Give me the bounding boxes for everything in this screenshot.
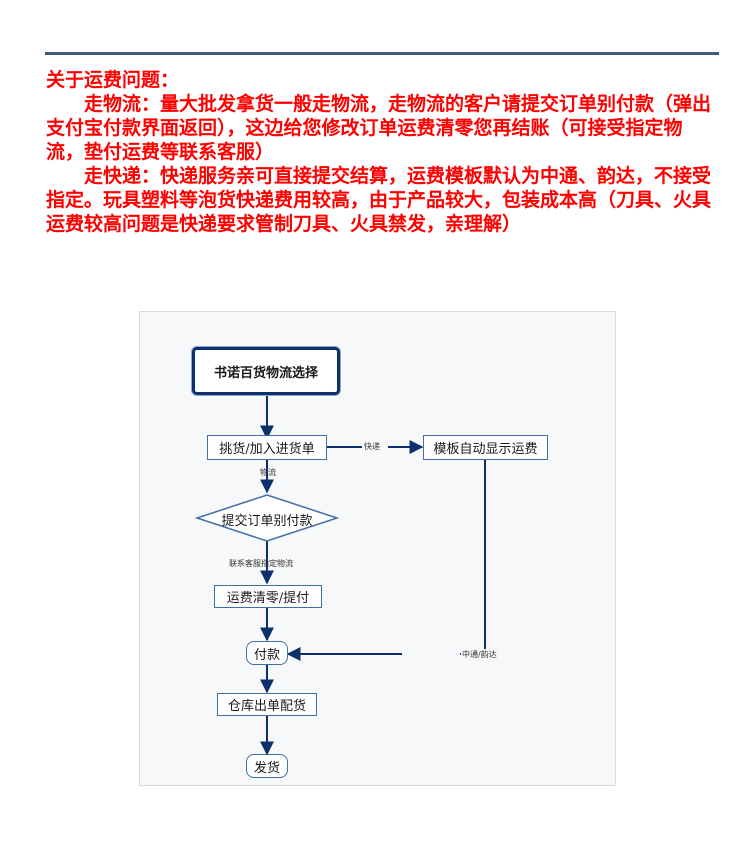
flow-node-payment-label: 付款 [253, 647, 280, 663]
flow-node-warehouse-label: 仓库出单配货 [227, 699, 306, 714]
flow-node-pick-goods-label: 挑货/加入进货单 [219, 442, 315, 457]
edge-label-contact-service: 联系客服指定物流 [229, 559, 293, 568]
flow-node-template-fee-label: 模板自动显示运费 [433, 442, 538, 457]
flow-node-start-label: 书诺百货物流选择 [213, 365, 318, 381]
flow-node-warehouse: 仓库出单配货 [217, 693, 317, 716]
flow-node-clear-fee: 运费清零/提付 [214, 585, 322, 608]
notice-logistics-paragraph: 走物流：量大批发拿货一般走物流，走物流的客户请提交订单别付款（弹出支付宝付款界面… [46, 93, 712, 163]
edge-label-zto-yunda: 中通/韵达 [461, 649, 498, 660]
flow-node-payment: 付款 [246, 641, 288, 665]
flow-node-submit-order-label: 提交订单别付款 [221, 514, 313, 529]
shipping-notice: 关于运费问题： 走物流：量大批发拿货一般走物流，走物流的客户请提交订单别付款（弹… [46, 68, 718, 236]
flow-node-template-fee: 模板自动显示运费 [423, 435, 548, 460]
edge-label-logistics: 物流 [260, 468, 276, 477]
edge-label-express: 快递 [364, 442, 380, 451]
flow-node-ship: 发货 [246, 754, 288, 778]
shipping-flowchart: 书诺百货物流选择 挑货/加入进货单 模板自动显示运费 提交订单别付款 运费清零/… [139, 311, 616, 786]
decision-diamond [194, 494, 340, 542]
edge-template-to-pay [460, 460, 486, 655]
notice-express-paragraph: 走快递：快递服务亲可直接提交结算，运费模板默认为中通、韵达，不接受指定。玩具塑料… [46, 165, 712, 235]
top-divider [45, 52, 719, 55]
flow-node-pick-goods: 挑货/加入进货单 [207, 435, 327, 460]
flow-node-ship-label: 发货 [253, 760, 280, 776]
notice-heading: 关于运费问题： [46, 69, 180, 91]
flow-node-start: 书诺百货物流选择 [192, 347, 340, 395]
flow-node-clear-fee-label: 运费清零/提付 [226, 591, 310, 606]
